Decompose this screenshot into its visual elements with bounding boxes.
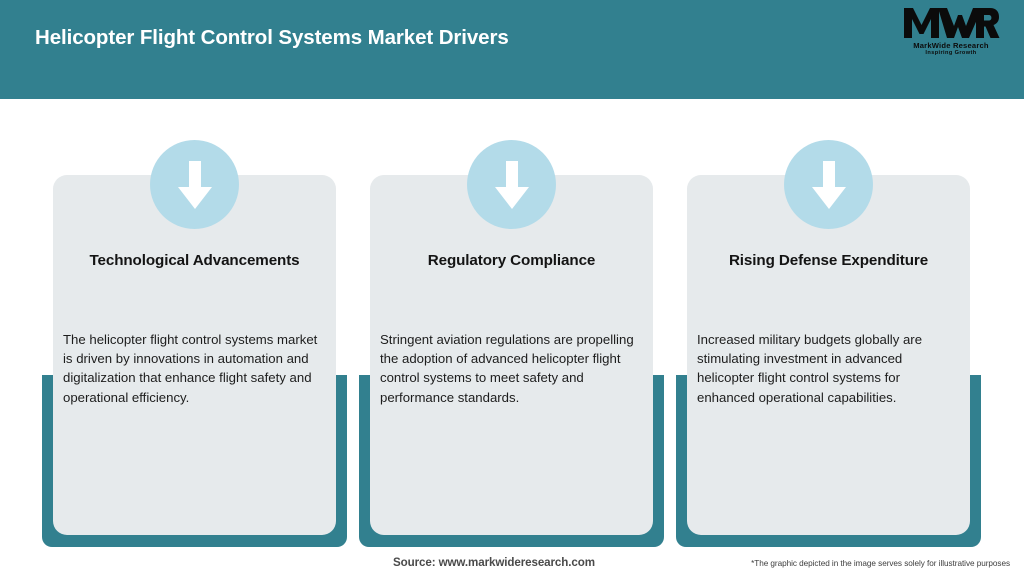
card-body-text: The helicopter flight control systems ma…: [63, 332, 318, 405]
header-bar: [0, 0, 1024, 99]
logo-tagline: Inspiring Growth: [925, 50, 977, 56]
card-panel: [53, 175, 336, 535]
driver-card-1[interactable]: Technological Advancements The helicopte…: [42, 0, 347, 576]
page-title: Helicopter Flight Control Systems Market…: [35, 26, 509, 49]
disclaimer-note: *The graphic depicted in the image serve…: [751, 559, 1010, 568]
card-panel: [370, 175, 653, 535]
arrow-down-icon: [784, 140, 873, 229]
mwr-logo-icon: [904, 8, 1000, 38]
card-heading: Regulatory Compliance: [427, 252, 596, 269]
brand-logo: MarkWide Research Inspiring Growth: [892, 6, 1010, 58]
card-heading: Technological Advancements: [89, 252, 300, 269]
arrow-down-icon: [467, 140, 556, 229]
card-body-text: Increased military budgets globally are …: [697, 332, 923, 405]
driver-card-2[interactable]: Regulatory Compliance Stringent aviation…: [359, 0, 664, 576]
source-label: Source: www.markwideresearch.com: [393, 556, 595, 569]
card-panel: [687, 175, 970, 535]
card-body-text: Stringent aviation regulations are prope…: [380, 332, 634, 405]
arrow-down-icon: [150, 140, 239, 229]
card-heading: Rising Defense Expenditure: [728, 252, 929, 269]
logo-company-name: MarkWide Research: [913, 41, 989, 50]
driver-card-3[interactable]: Rising Defense Expenditure Increased mil…: [676, 0, 981, 576]
